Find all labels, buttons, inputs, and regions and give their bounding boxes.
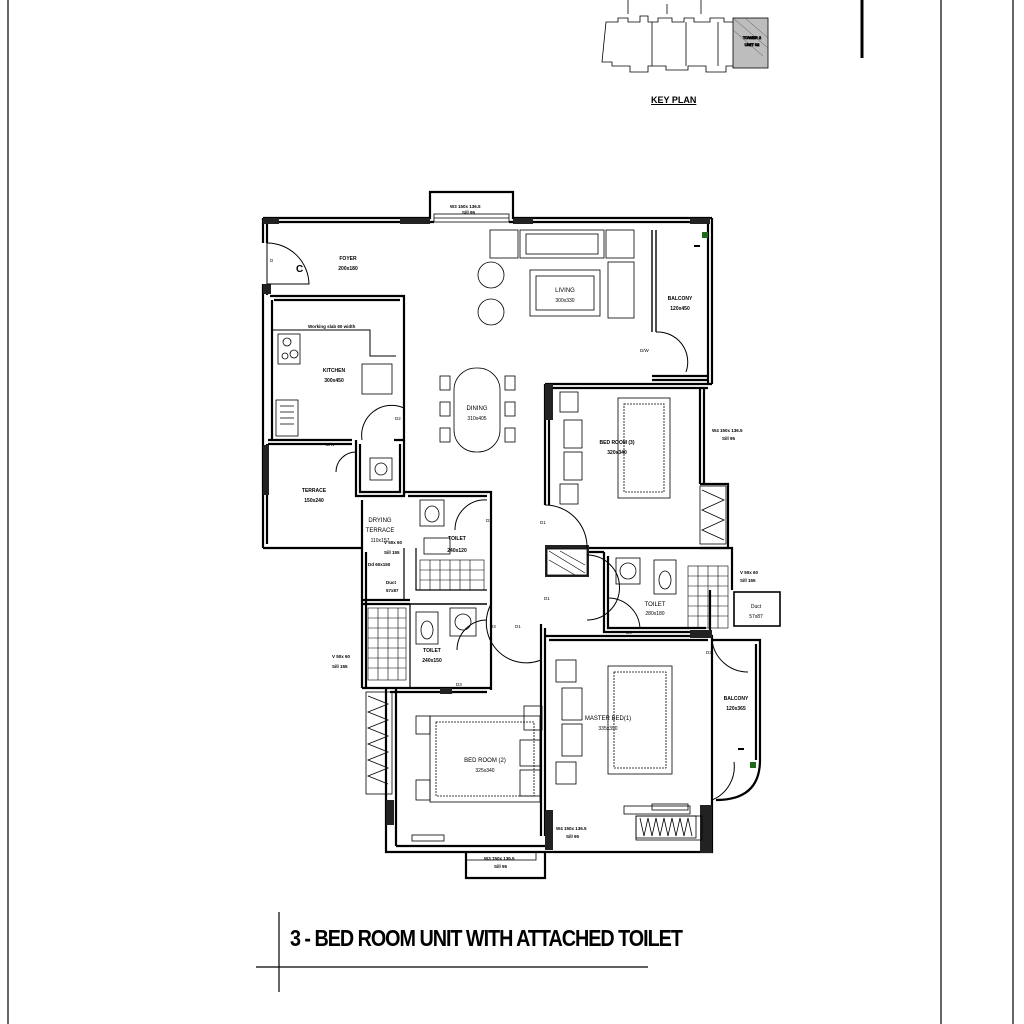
- svg-text:D3: D3: [486, 518, 492, 523]
- column-hatch-lines: [548, 550, 586, 576]
- svg-text:57x87: 57x87: [386, 588, 399, 593]
- svg-text:D3: D3: [626, 630, 632, 635]
- label-drying: DRYING: [368, 518, 392, 524]
- size-foyer: 200x180: [338, 266, 358, 272]
- svg-text:D3: D3: [490, 624, 496, 629]
- svg-text:TOWER 2: TOWER 2: [743, 35, 762, 40]
- size-balcony-top: 120x450: [670, 306, 690, 312]
- svg-text:D/W: D/W: [640, 348, 650, 353]
- label-dining: DINING: [467, 406, 488, 412]
- svg-text:W4 150x 136.5: W4 150x 136.5: [556, 826, 587, 831]
- size-dining: 310x405: [467, 416, 486, 422]
- svg-text:Sill 155: Sill 155: [384, 550, 400, 555]
- room-labels: FOYER 200x180 LIVING 300x330 BALCONY 120…: [302, 256, 763, 774]
- key-plan: TOWER 2 UNIT 02: [601, 0, 769, 73]
- svg-text:W4 150x 136.5: W4 150x 136.5: [712, 428, 743, 433]
- svg-text:W3 150x 136.5: W3 150x 136.5: [484, 856, 515, 861]
- svg-text:Sill 155: Sill 155: [740, 578, 756, 583]
- label-kitchen: KITCHEN: [323, 368, 346, 374]
- svg-text:D1: D1: [515, 624, 521, 629]
- svg-text:D2: D2: [395, 416, 401, 421]
- label-toilet-small: TOILET: [448, 536, 466, 542]
- wardrobes: [365, 485, 727, 839]
- size-bedroom3: 320x340: [607, 450, 627, 456]
- svg-text:UNIT 02: UNIT 02: [745, 42, 761, 47]
- svg-text:Dd 60x150: Dd 60x150: [368, 562, 391, 567]
- svg-text:D/W: D/W: [326, 442, 336, 447]
- svg-text:D1: D1: [540, 520, 546, 525]
- drawing-title: 3 - BED ROOM UNIT WITH ATTACHED TOILET: [290, 925, 683, 951]
- label-terrace: TERRACE: [302, 488, 327, 494]
- label-living: LIVING: [555, 288, 575, 294]
- svg-text:Duct: Duct: [386, 580, 397, 585]
- svg-text:Sill 95: Sill 95: [494, 864, 508, 869]
- plants: [694, 232, 756, 768]
- kitchen-fixtures: [275, 333, 393, 481]
- svg-text:V 50x 60: V 50x 60: [332, 654, 351, 659]
- size-bedroom2: 325x340: [475, 768, 494, 774]
- svg-text:D: D: [270, 258, 274, 263]
- size-toilet-lower: 240x150: [422, 658, 442, 664]
- doors: [266, 242, 749, 801]
- label-foyer: FOYER: [339, 256, 357, 262]
- svg-text:V 50x 60: V 50x 60: [740, 570, 759, 575]
- size-balcony-right: 120x365: [726, 706, 746, 712]
- bathroom-fixtures: [415, 499, 677, 645]
- size-toilet-right: 280x180: [645, 611, 664, 617]
- label-master: MASTER BED(1): [585, 716, 631, 722]
- sheet-frame: [7, 0, 1014, 1024]
- size-master: 335x390: [598, 726, 617, 732]
- svg-text:C: C: [296, 264, 303, 275]
- label-toilet-lower: TOILET: [423, 648, 441, 654]
- annotations: W3 150x 136.5 Sill 95 W4 150x 136.5 Sill…: [270, 204, 759, 869]
- svg-text:D1: D1: [544, 596, 550, 601]
- svg-text:D3: D3: [456, 682, 462, 687]
- label-drying-2: TERRACE: [366, 528, 395, 534]
- size-toilet-small: 240x120: [447, 548, 467, 554]
- svg-text:V 50x 60: V 50x 60: [384, 540, 403, 545]
- svg-text:Sill 95: Sill 95: [462, 210, 476, 215]
- label-bedroom2: BED ROOM (2): [464, 758, 506, 764]
- svg-text:D3: D3: [706, 650, 712, 655]
- svg-text:Sill 95: Sill 95: [566, 834, 580, 839]
- svg-text:Sill 95: Sill 95: [722, 436, 736, 441]
- walls: [261, 190, 781, 880]
- svg-text:Working slab 60 width: Working slab 60 width: [308, 324, 356, 329]
- size-duct-right: 57x87: [749, 614, 763, 620]
- tile-grids: [367, 559, 729, 681]
- size-living: 300x330: [555, 298, 574, 304]
- label-bedroom3: BED ROOM (3): [600, 440, 635, 446]
- beds: [415, 391, 673, 803]
- label-balcony-right: BALCONY: [724, 696, 749, 702]
- living-furniture: [439, 229, 635, 453]
- label-toilet-right: TOILET: [645, 602, 666, 608]
- key-plan-label: KEY PLAN: [651, 95, 697, 105]
- size-kitchen: 300x450: [324, 378, 344, 384]
- svg-text:W3 150x 136.5: W3 150x 136.5: [450, 204, 481, 209]
- size-drying: 110x157: [371, 538, 390, 544]
- label-balcony-top: BALCONY: [668, 296, 693, 302]
- svg-text:Sill 155: Sill 155: [332, 664, 348, 669]
- size-terrace: 150x240: [304, 498, 324, 504]
- label-duct-right: Duct: [751, 604, 762, 610]
